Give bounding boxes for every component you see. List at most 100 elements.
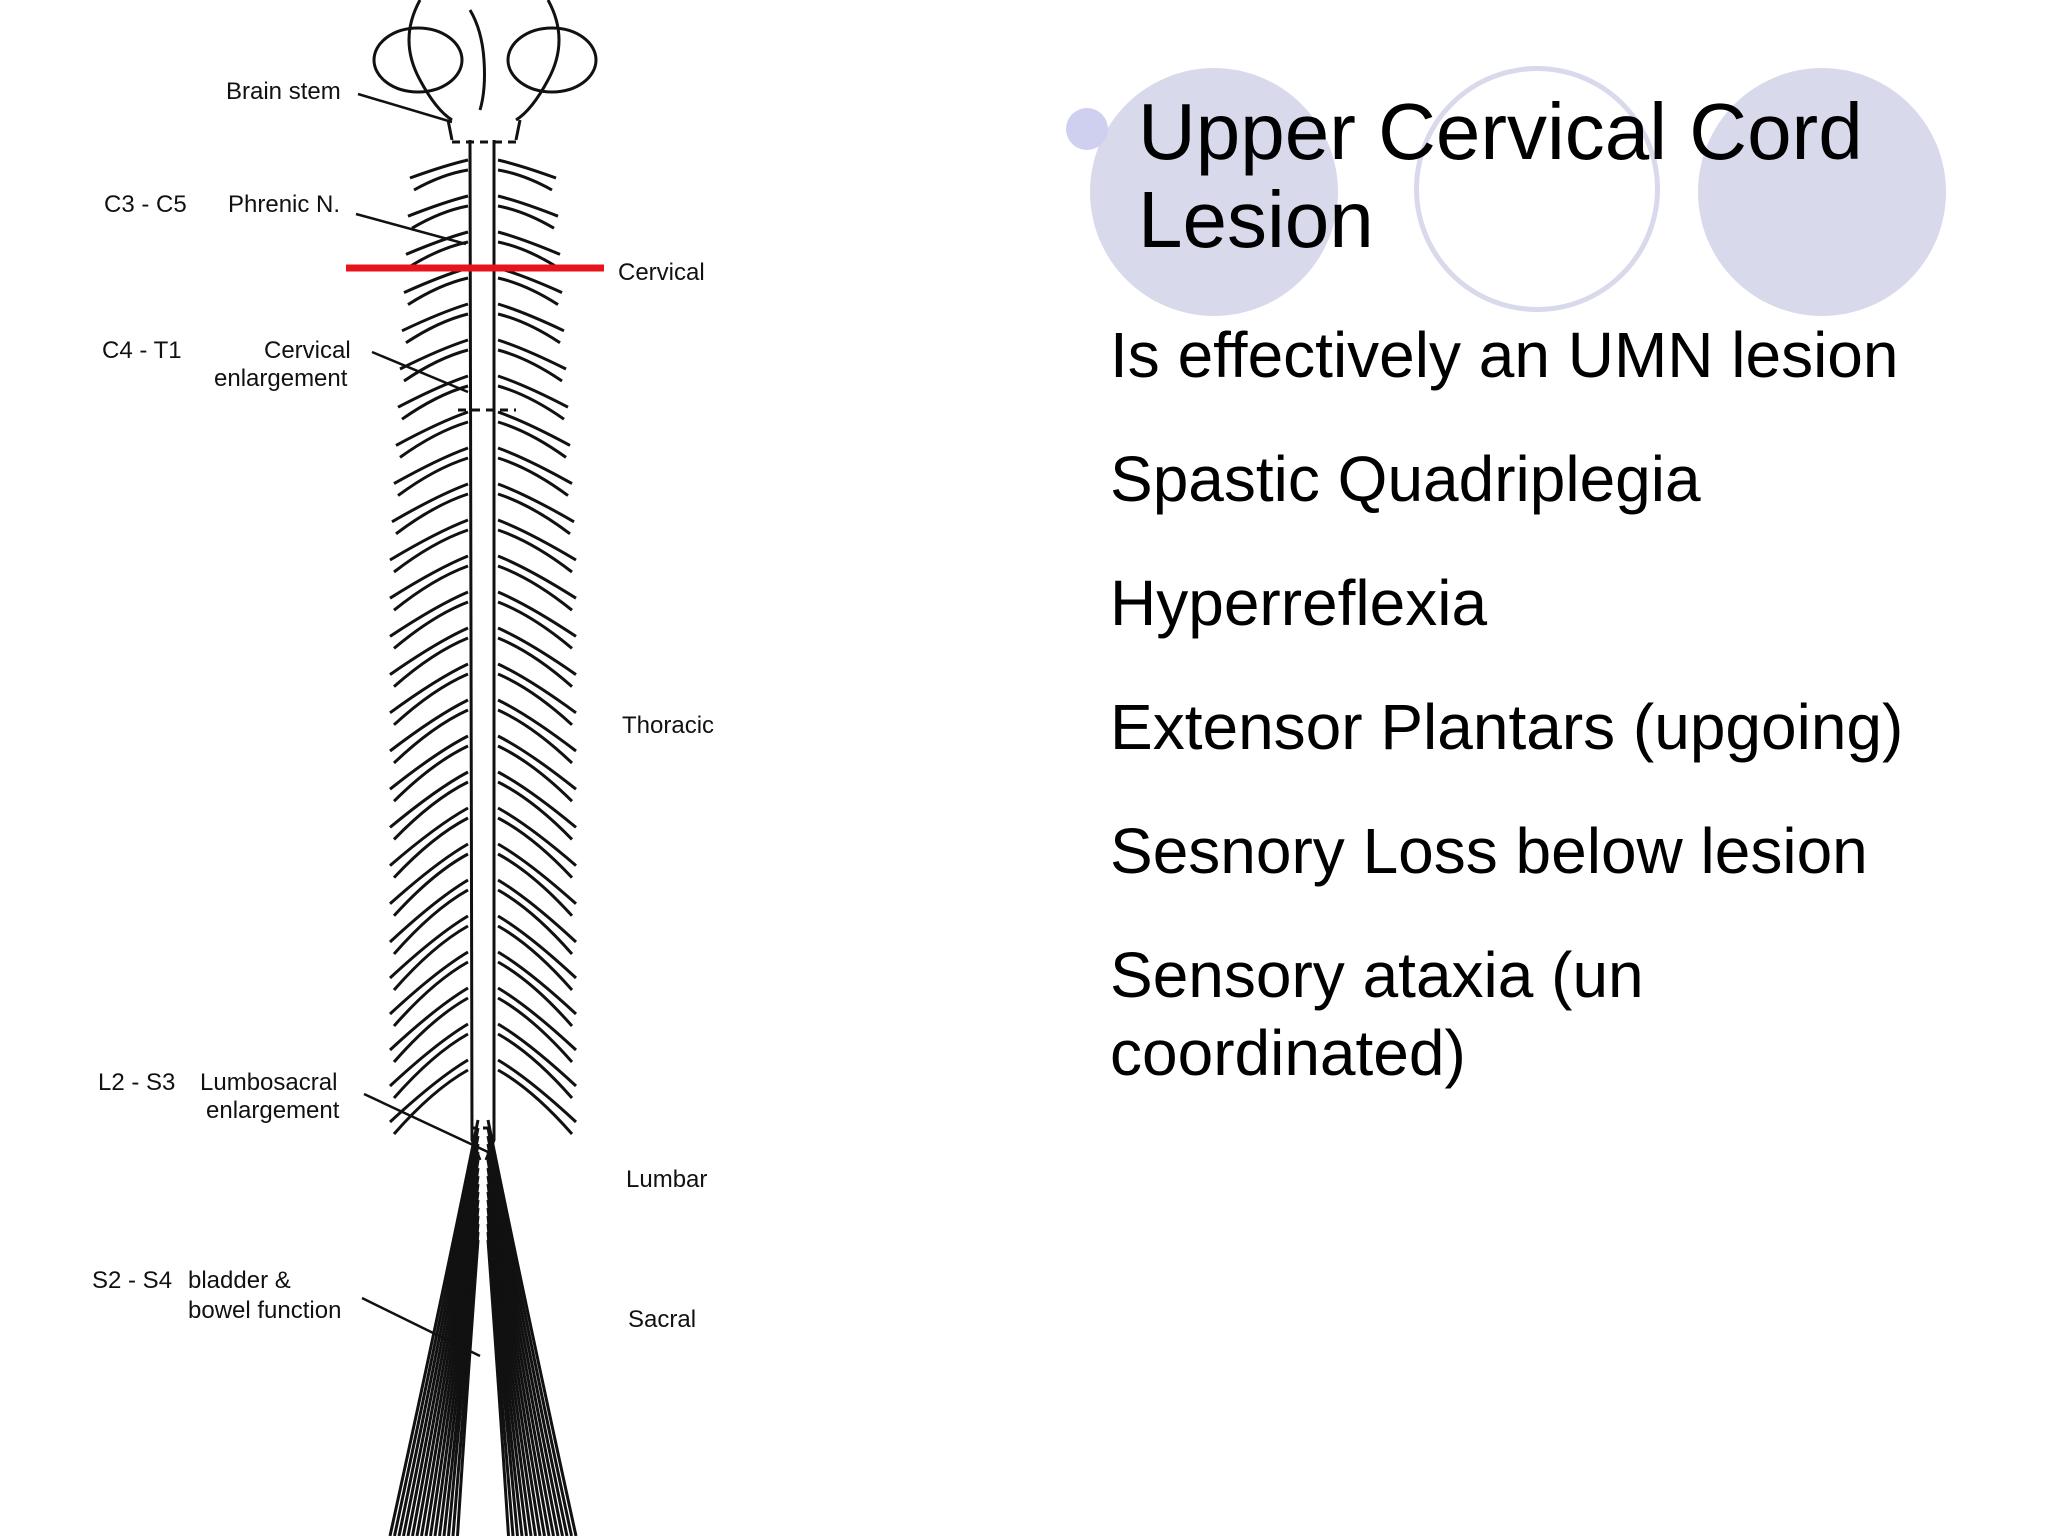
- cauda-equina-strand: [486, 1239, 510, 1536]
- bullet-item: Spastic Quadriplegia: [1110, 443, 1701, 515]
- nerve-root-left: [393, 528, 469, 574]
- nerve-root-right: [497, 338, 567, 371]
- nerve-root-right: [497, 806, 577, 867]
- nerve-root-left: [392, 816, 469, 879]
- label-brain-stem: Brain stem: [226, 78, 341, 105]
- bullet-item: Extensor Plantars (upgoing): [1110, 691, 1904, 763]
- decor-circle-middle: [1414, 66, 1660, 312]
- nerve-root-right: [497, 158, 557, 180]
- nerve-root-right: [497, 276, 559, 306]
- nerve-root-left: [393, 600, 469, 650]
- nerve-root-right: [497, 492, 571, 535]
- label-bladder-1: bladder &: [188, 1267, 291, 1294]
- nerve-root-right: [497, 554, 577, 600]
- nerve-root-left: [388, 950, 469, 1016]
- nerve-root-right: [497, 168, 553, 192]
- nerve-root-right: [497, 744, 574, 803]
- spinal-cord-body: [452, 139, 516, 1161]
- leader-lines: [355, 92, 489, 1358]
- nerve-root-left: [393, 446, 469, 485]
- nerve-root-right: [497, 204, 555, 230]
- nerve-root-left: [392, 780, 469, 841]
- nerve-root-left: [411, 204, 469, 230]
- cauda-equina-strand: [393, 1127, 480, 1536]
- cauda-equina-strand: [456, 1239, 480, 1536]
- cauda-equina-strand: [486, 1143, 564, 1536]
- label-l2-s3: L2 - S3: [98, 1069, 175, 1096]
- bullet-item: Sensory ataxia (un coordinated): [1110, 939, 1644, 1089]
- brain-stem-drawing: [372, 0, 598, 141]
- nerve-root-left: [389, 590, 469, 638]
- nerve-root-right: [497, 348, 563, 383]
- cauda-equina-strand: [486, 1119, 578, 1536]
- nerve-root-right: [497, 878, 578, 944]
- cauda-equina-strand: [397, 1135, 480, 1536]
- spinal-cord-diagram: Brain stem C3 - C5 Phrenic N. C4 - T1 Ce…: [92, 0, 714, 1536]
- nerve-root-left: [392, 708, 469, 765]
- label-c4-t1: C4 - T1: [102, 337, 182, 364]
- nerve-root-left: [392, 960, 469, 1027]
- region-label-lumbar: Lumbar: [626, 1166, 707, 1193]
- nerve-root-right: [497, 446, 573, 485]
- nerve-root-left: [391, 482, 469, 524]
- nerve-root-right: [497, 456, 569, 497]
- region-label-sacral: Sacral: [628, 1306, 696, 1333]
- nerve-root-right: [497, 374, 569, 409]
- nerve-root-left: [392, 1032, 469, 1099]
- nerve-root-right: [497, 914, 578, 980]
- region-label-cervical: Cervical: [618, 259, 705, 286]
- nerve-root-left: [403, 348, 469, 383]
- nerve-root-left: [389, 806, 469, 867]
- nerve-root-left: [393, 564, 469, 612]
- nerve-root-right: [497, 636, 573, 688]
- nerve-root-left: [397, 374, 469, 409]
- nerve-root-right: [497, 518, 577, 562]
- cauda-equina-strand: [486, 1159, 555, 1536]
- nerve-root-left: [392, 672, 469, 726]
- nerve-root-right: [497, 852, 574, 917]
- nerve-root-left: [405, 312, 469, 345]
- label-cervical-enlargement-1: Cervical: [264, 337, 351, 364]
- cauda-equina-strand: [486, 1151, 560, 1536]
- nerve-root-left: [389, 518, 469, 562]
- nerve-root-left: [413, 168, 469, 192]
- nerve-root-left: [388, 986, 469, 1052]
- label-lumbosacral-2: enlargement: [206, 1097, 340, 1124]
- cauda-equina-strand: [415, 1167, 480, 1536]
- nerve-root-right: [497, 1058, 578, 1124]
- slide-title: Upper Cervical Cord Lesion: [1138, 87, 1863, 264]
- nerve-root-right: [497, 780, 574, 841]
- nerve-root-left: [407, 276, 469, 306]
- nerve-root-right: [497, 1032, 574, 1099]
- nerve-root-left: [395, 410, 469, 447]
- nerve-root-right: [497, 302, 565, 333]
- nerve-root-right: [497, 600, 573, 650]
- nerve-root-right: [497, 626, 577, 676]
- region-label-thoracic: Thoracic: [622, 712, 714, 739]
- nerve-root-left: [392, 744, 469, 803]
- nerve-root-left: [399, 420, 469, 459]
- nerve-root-right: [497, 564, 573, 612]
- cauda-equina-strand: [406, 1151, 480, 1536]
- nerve-root-right: [497, 842, 577, 905]
- nerve-root-left: [405, 230, 469, 256]
- nerve-root-right: [497, 950, 578, 1016]
- nerve-root-right: [497, 698, 577, 753]
- nerve-root-right: [497, 770, 577, 829]
- title-bullet-dot: [1066, 108, 1108, 150]
- nerve-root-left: [392, 1068, 469, 1135]
- nerve-root-right: [497, 662, 577, 715]
- nerve-root-right: [497, 312, 561, 345]
- nerve-root-right: [497, 708, 574, 765]
- nerve-root-right: [497, 734, 577, 791]
- nerve-root-left: [397, 456, 469, 497]
- nerve-root-right: [497, 590, 577, 638]
- nerve-root-left: [401, 384, 469, 421]
- nerve-root-right: [497, 888, 574, 955]
- nerve-root-left: [389, 554, 469, 600]
- cauda-equina-strand: [388, 1119, 480, 1536]
- nerve-root-left: [389, 662, 469, 715]
- nerve-root-right: [497, 1068, 574, 1135]
- nerve-root-left: [389, 698, 469, 753]
- nerve-root-right: [497, 420, 567, 459]
